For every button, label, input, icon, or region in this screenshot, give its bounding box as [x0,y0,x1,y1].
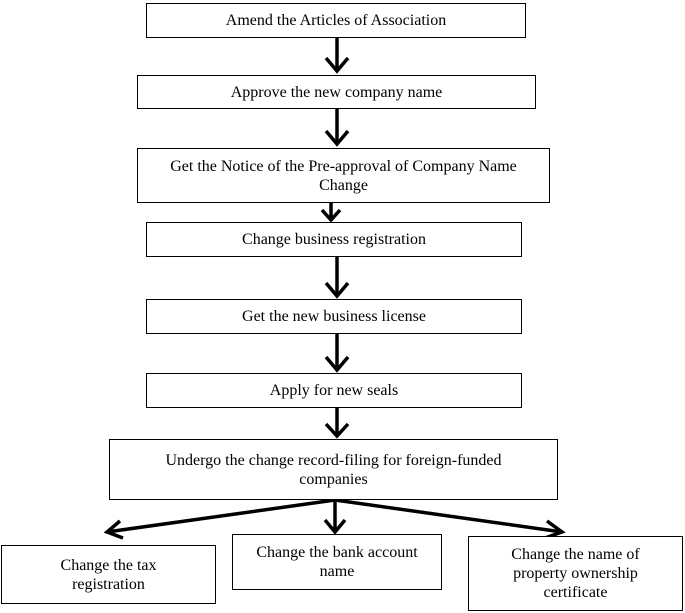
outcome-change-tax: Change the tax registration [1,545,216,604]
step-change-registration: Change business registration [146,222,522,257]
arrow-2-head [324,129,350,147]
outcome-label: Change the name of property ownership ce… [511,546,640,601]
step-label: Undergo the change record-filing for for… [165,451,502,488]
step-get-notice: Get the Notice of the Pre-approval of Co… [137,148,550,203]
step-record-filing: Undergo the change record-filing for for… [109,439,558,500]
step-label: Change business registration [242,231,426,248]
step-apply-seals: Apply for new seals [146,373,522,408]
step-approve-name: Approve the new company name [137,75,536,109]
step-label: Get the Notice of the Pre-approval of Co… [170,157,517,194]
arrow-right [334,498,563,534]
arrow-left-head [103,519,124,540]
outcome-change-bank: Change the bank account name [232,534,442,590]
step-label: Approve the new company name [230,83,443,101]
outcome-label: Change the tax registration [60,556,157,593]
outcome-label: Change the bank account name [256,544,418,580]
arrow-5-head [324,355,350,373]
arrow-left [106,498,336,534]
arrow-6-head [324,422,350,439]
arrow-1-head [324,56,350,74]
step-amend-articles: Amend the Articles of Association [146,3,526,38]
step-label: Get the new business license [242,308,426,325]
arrow-3-head [320,208,342,223]
outcome-change-property: Change the name of property ownership ce… [468,536,683,611]
arrow-4-head [324,281,350,299]
arrow-middle-head [323,518,347,535]
step-label: Apply for new seals [269,382,399,399]
step-label: Amend the Articles of Association [225,12,447,29]
step-get-license: Get the new business license [146,299,522,334]
